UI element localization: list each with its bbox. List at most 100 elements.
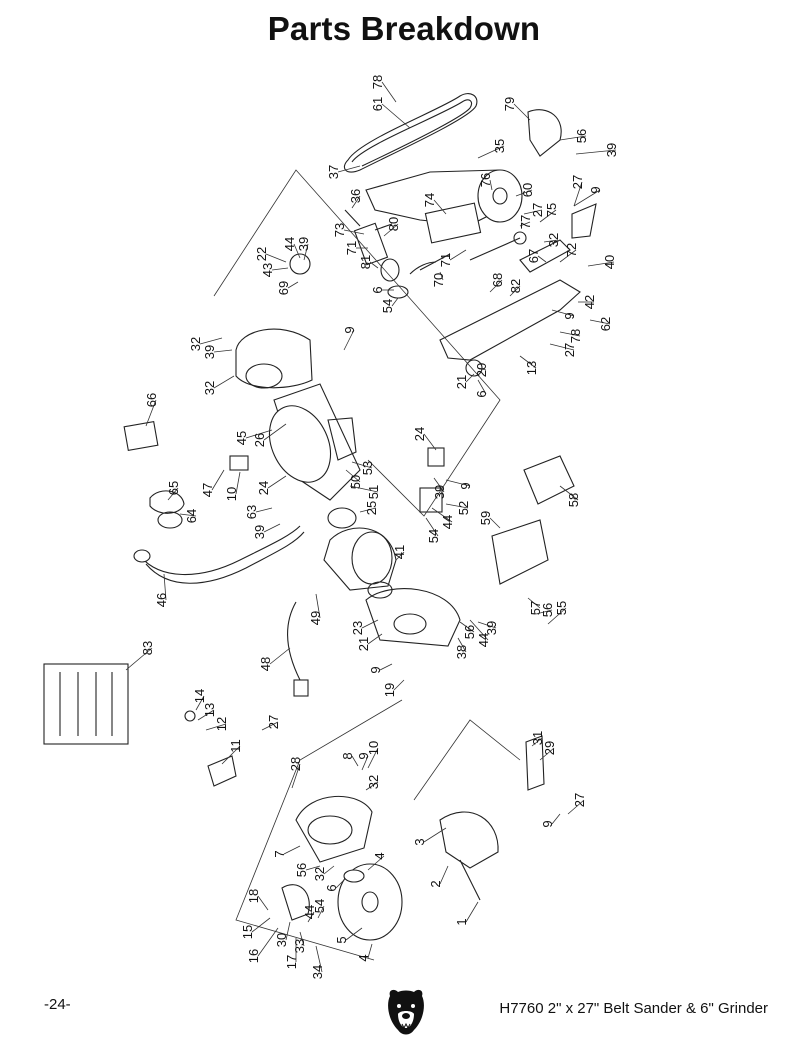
callout-number: 77	[518, 215, 533, 229]
callout-number: 47	[200, 483, 215, 497]
callout-number: 27	[562, 343, 577, 357]
callout-leader	[195, 695, 205, 711]
callout-number: 52	[456, 501, 471, 515]
callout-leader	[367, 747, 379, 769]
callout-number: 29	[542, 741, 557, 755]
callout-number: 30	[274, 933, 289, 947]
callout-number: 28	[288, 757, 303, 771]
callout-number: 57	[528, 601, 543, 615]
callout-leader	[263, 523, 281, 533]
callout-number: 39	[202, 345, 217, 359]
grizzly-bear-logo-icon	[388, 989, 424, 1035]
callout-leader	[205, 723, 227, 731]
callout-number: 56	[294, 863, 309, 877]
callout-number: 70	[431, 273, 446, 287]
callout-number: 54	[426, 529, 441, 543]
callout-leader	[527, 597, 541, 609]
callout-number: 16	[246, 949, 261, 963]
callout-number: 32	[188, 337, 203, 351]
callout-leader	[343, 229, 365, 235]
callout-number: 46	[154, 593, 169, 607]
callout-number: 4	[372, 852, 387, 859]
callout-leader	[477, 367, 487, 371]
callout-number: 36	[348, 189, 363, 203]
callout-number: 9	[540, 820, 555, 827]
group-outlines	[213, 169, 521, 961]
callout-leader	[359, 507, 377, 513]
callout-leader	[315, 593, 321, 619]
callout-number: 49	[308, 611, 323, 625]
callout-number: 6	[370, 286, 385, 293]
callout-leader	[559, 135, 587, 141]
callout-leader	[445, 503, 469, 509]
callout-leader	[465, 373, 475, 383]
callout-number: 83	[140, 641, 155, 655]
callout-number: 13	[202, 703, 217, 717]
callout-leader	[271, 267, 289, 271]
callout-number: 38	[454, 645, 469, 659]
grinder-inner-guard	[295, 795, 373, 863]
callout-leader	[145, 399, 157, 427]
callout-leader	[537, 255, 547, 263]
model-caption: H7760 2" x 27" Belt Sander & 6" Grinder	[499, 1000, 768, 1017]
callout-number: 55	[554, 601, 569, 615]
callout-leader	[179, 513, 197, 517]
callout-leader	[573, 181, 583, 207]
callout-number: 60	[520, 183, 535, 197]
callout-number: 78	[370, 75, 385, 89]
callout-number: 72	[564, 243, 579, 257]
callout-leader	[559, 331, 581, 337]
callout-number: 39	[432, 485, 447, 499]
callout-leader	[391, 297, 399, 307]
callout-number: 81	[358, 255, 373, 269]
callout-number: 56	[462, 625, 477, 639]
callout-leader	[489, 279, 503, 293]
callout-leader	[589, 319, 611, 325]
callout-number: 24	[412, 427, 427, 441]
callout-leader	[317, 905, 325, 919]
callout-leader	[519, 221, 531, 227]
callout-number: 48	[258, 657, 273, 671]
callout-leader	[303, 243, 309, 261]
stand-bracket	[491, 455, 575, 585]
callout-number: 27	[530, 203, 545, 217]
callout-leader	[349, 485, 379, 493]
callout-number: 10	[224, 487, 239, 501]
callout-number: 61	[370, 97, 385, 111]
callout-leader	[361, 619, 379, 629]
callout-leader	[477, 621, 497, 629]
callout-number: 43	[260, 263, 275, 277]
callout-leader	[369, 261, 379, 269]
callout-leader	[543, 239, 559, 243]
callout-number: 58	[566, 493, 581, 507]
callout-number: 6	[474, 390, 489, 397]
callout-leader	[515, 189, 533, 197]
callout-number: 26	[252, 433, 267, 447]
callout-number: 71	[438, 253, 453, 267]
callout-leader	[245, 429, 273, 439]
callout-number: 74	[422, 193, 437, 207]
callout-number: 44	[302, 905, 317, 919]
callout-number: 25	[364, 501, 379, 515]
callout-leader	[365, 781, 379, 791]
motor-housing	[323, 527, 397, 591]
callout-leader	[393, 679, 405, 691]
callout-leader	[315, 945, 323, 973]
callout-number: 8	[340, 752, 355, 759]
callout-number: 15	[240, 925, 255, 939]
callout-number: 6	[324, 884, 339, 891]
callout-number: 39	[604, 143, 619, 157]
callout-leader	[575, 149, 617, 155]
callout-leader	[513, 103, 531, 121]
callout-number: 76	[478, 173, 493, 187]
callout-leader	[255, 507, 273, 513]
callout-number: 39	[252, 525, 267, 539]
callout-number: 69	[276, 281, 291, 295]
callout-leader	[489, 179, 493, 191]
callout-number: 42	[582, 295, 597, 309]
callout-number: 32	[546, 233, 561, 247]
callout-leader	[523, 209, 543, 215]
callout-number: 21	[356, 637, 371, 651]
